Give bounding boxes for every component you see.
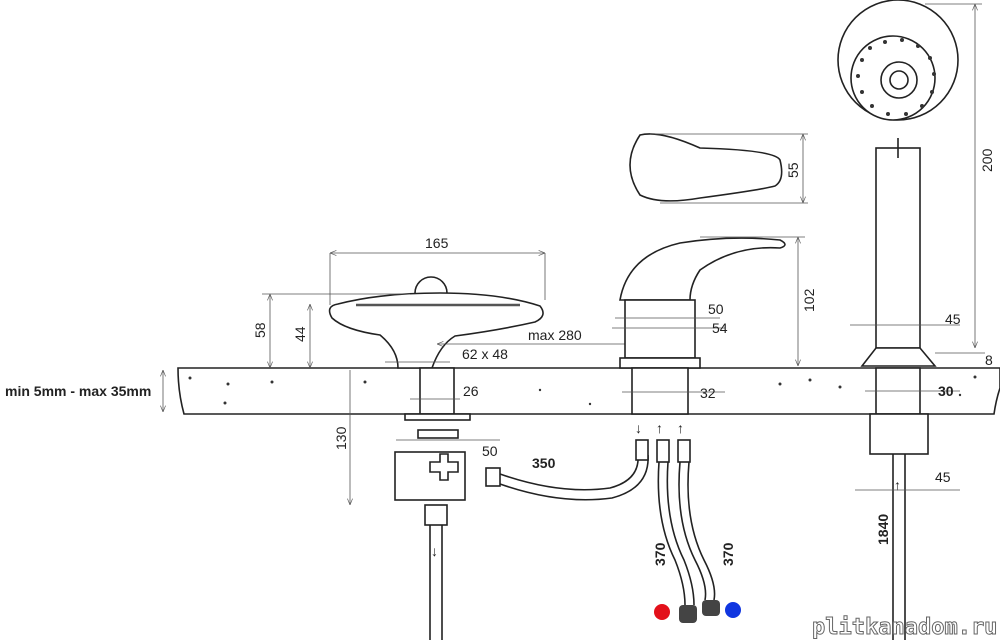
inflow-arrow-icon: ↑: [894, 477, 901, 493]
outflow-arrow-icon: ↓: [431, 543, 438, 559]
dim-8: 8: [985, 352, 993, 368]
dim-350: 350: [532, 455, 556, 471]
thickness-label: min 5mm - max 35mm: [5, 383, 151, 399]
lever-top-view: [629, 133, 783, 202]
dim-50: 50: [708, 301, 724, 317]
dim-1840: 1840: [875, 514, 891, 545]
dim-370-right: 370: [720, 542, 736, 566]
hand-shower: ↑: [837, 0, 959, 640]
supply-hoses: ↓ ↑ ↑: [635, 420, 741, 623]
dim-165: 165: [425, 235, 449, 251]
dim-55: 55: [785, 162, 801, 178]
dim-54: 54: [712, 320, 728, 336]
dim-30: 30: [938, 383, 954, 399]
dim-58: 58: [252, 322, 268, 338]
dim-62x48: 62 x 48: [462, 346, 508, 362]
mixer: [619, 237, 786, 415]
dim-50-nut: 50: [482, 443, 498, 459]
dim-44: 44: [292, 326, 308, 342]
dim-130: 130: [333, 426, 349, 450]
dim-26: 26: [463, 383, 479, 399]
diverter-body: ↓: [394, 367, 501, 640]
dim-max-280: max 280: [528, 327, 582, 343]
dim-45-base: 45: [945, 311, 961, 327]
cold-indicator: [725, 602, 741, 618]
dim-45-nut: 45: [935, 469, 951, 485]
dim-370-left: 370: [652, 542, 668, 566]
diverter-hose: [499, 454, 639, 491]
countertop: [177, 367, 1000, 415]
watermark: plitkanadom.ru: [812, 615, 997, 640]
thickness-dimension: min 5mm - max 35mm: [5, 370, 163, 412]
down-arrow-icon: ↓: [635, 420, 642, 436]
dim-32: 32: [700, 385, 716, 401]
diverter-handle: [328, 276, 544, 369]
dim-200: 200: [979, 148, 995, 172]
hot-indicator: [654, 604, 670, 620]
dim-102: 102: [801, 288, 817, 312]
up-arrow-icon: ↑: [677, 420, 684, 436]
up-arrow-icon: ↑: [656, 420, 663, 436]
